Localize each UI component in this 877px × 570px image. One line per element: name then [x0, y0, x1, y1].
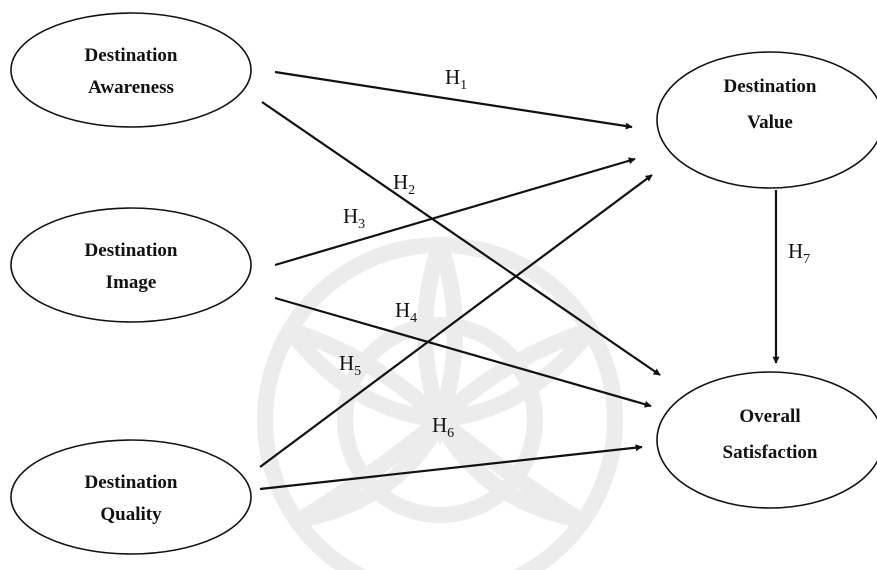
hypothesis-label-h7: H7	[788, 239, 810, 267]
node-value-line1: Destination	[724, 76, 817, 97]
node-awareness-line2: Awareness	[88, 77, 174, 98]
hypothesis-label-h3: H3	[343, 204, 365, 232]
node-satisfaction-line2: Satisfaction	[723, 442, 818, 463]
edge-h6	[259, 444, 643, 491]
edge-h3	[274, 157, 636, 267]
edge-h1	[274, 70, 633, 130]
node-satisfaction-line1: Overall	[739, 406, 800, 427]
watermark-emblem	[257, 237, 623, 570]
node-image-line2: Image	[106, 272, 157, 293]
edge-h2	[261, 101, 661, 376]
node-destination-image: Destination Image	[10, 207, 252, 323]
node-image-line1: Destination	[85, 240, 178, 261]
hypothesis-label-h1: H1	[445, 65, 467, 93]
node-awareness-line1: Destination	[85, 45, 178, 66]
hypothesis-label-h5: H5	[339, 351, 361, 379]
node-value-line2: Value	[747, 112, 793, 133]
hypothesis-label-h2: H2	[393, 170, 415, 198]
edges-layer	[259, 70, 780, 491]
node-destination-value: Destination Value	[656, 51, 877, 189]
node-destination-quality: Destination Quality	[10, 439, 252, 555]
edge-h4	[274, 296, 652, 408]
hypothesis-label-h4: H4	[395, 298, 417, 326]
edge-h5	[259, 174, 653, 468]
node-quality-line2: Quality	[100, 504, 162, 525]
hypothesis-label-h6: H6	[432, 413, 454, 441]
node-quality-line1: Destination	[85, 472, 178, 493]
node-destination-awareness: Destination Awareness	[10, 12, 252, 128]
hypothesis-labels: H1 H2 H3 H4 H5 H6 H7	[339, 65, 810, 441]
nodes-layer: Destination Awareness Destination Image …	[10, 12, 877, 555]
node-overall-satisfaction: Overall Satisfaction	[656, 371, 877, 509]
